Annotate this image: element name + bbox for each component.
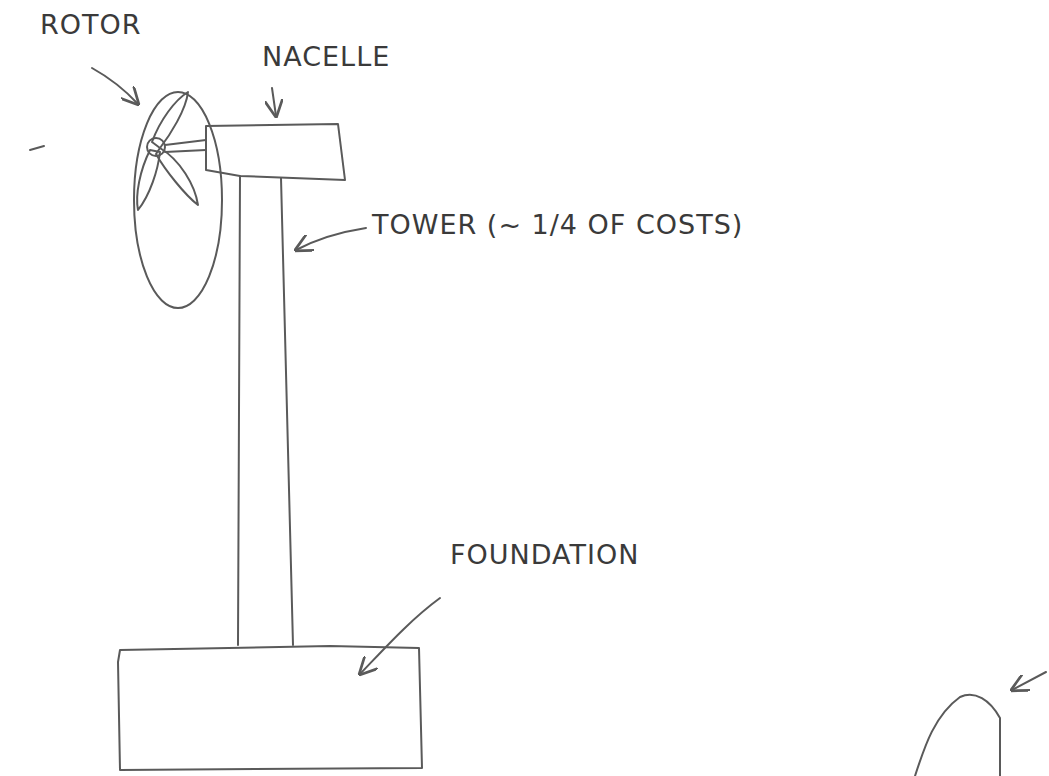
- part-label: TOWER (~ 1/4 OF COSTS): [372, 210, 743, 240]
- leader-arrow: [272, 88, 276, 116]
- leader-arrow: [360, 598, 440, 674]
- stray-arrow: [1012, 672, 1046, 690]
- part-label: FOUNDATION: [450, 540, 639, 570]
- leader-arrow: [92, 68, 138, 104]
- foundation-block: [118, 646, 422, 770]
- rotor-hub: [147, 138, 165, 156]
- rotor-disc: [134, 92, 222, 308]
- rotor-shaft: [165, 150, 206, 152]
- stray-mark: [30, 146, 44, 150]
- part-label: NACELLE: [262, 42, 390, 72]
- tower-line: [281, 178, 293, 645]
- stray-shape: [915, 695, 1000, 776]
- part-label: ROTOR: [40, 10, 142, 40]
- rotor-shaft: [165, 140, 206, 145]
- nacelle-body: [206, 124, 345, 180]
- tower-line: [238, 176, 240, 645]
- leader-arrow: [296, 228, 366, 250]
